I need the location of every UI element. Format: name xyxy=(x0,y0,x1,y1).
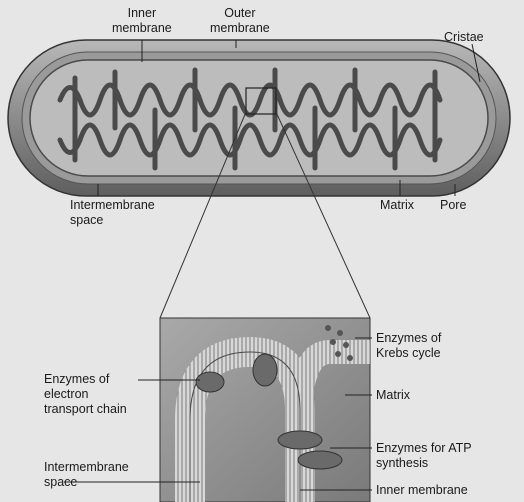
label-pore: Pore xyxy=(440,198,466,213)
label-line: Inner xyxy=(112,6,172,21)
label-line: Enzymes of xyxy=(44,372,127,387)
label-line: Enzymes for ATP xyxy=(376,441,472,456)
label-cristae: Cristae xyxy=(444,30,484,45)
mitochondrion-body xyxy=(8,40,510,196)
label-enzymes-atp: Enzymes for ATP synthesis xyxy=(376,441,472,471)
label-inner-membrane-bottom: Inner membrane xyxy=(376,483,468,498)
label-line: membrane xyxy=(112,21,172,36)
label-line: Outer xyxy=(210,6,270,21)
label-matrix-top: Matrix xyxy=(380,198,414,213)
label-intermembrane-space-top: Intermembrane space xyxy=(70,198,155,228)
label-line: electron xyxy=(44,387,127,402)
label-matrix-bottom: Matrix xyxy=(376,388,410,403)
inset-cristae-view xyxy=(160,318,370,502)
label-line: membrane xyxy=(210,21,270,36)
label-enzymes-etc: Enzymes of electron transport chain xyxy=(44,372,127,417)
label-outer-membrane: Outer membrane xyxy=(210,6,270,36)
label-enzymes-krebs: Enzymes of Krebs cycle xyxy=(376,331,441,361)
label-intermembrane-space-bottom: Intermembrane space xyxy=(44,460,129,490)
label-line: space xyxy=(70,213,155,228)
label-inner-membrane-top: Inner membrane xyxy=(112,6,172,36)
label-line: Krebs cycle xyxy=(376,346,441,361)
label-line: Intermembrane xyxy=(70,198,155,213)
label-line: Intermembrane xyxy=(44,460,129,475)
label-line: transport chain xyxy=(44,402,127,417)
label-line: synthesis xyxy=(376,456,472,471)
label-line: Enzymes of xyxy=(376,331,441,346)
label-line: space xyxy=(44,475,129,490)
